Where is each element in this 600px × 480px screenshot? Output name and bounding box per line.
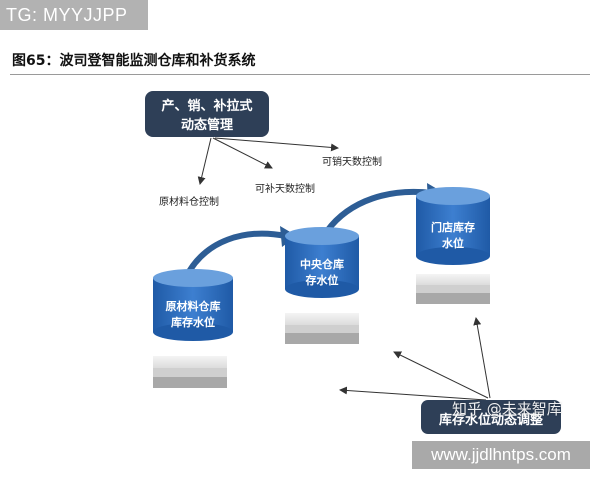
inventory-adjustment-box: 库存水位动态调整 <box>421 400 561 434</box>
central-cylinder-line2: 存水位 <box>306 273 339 287</box>
top-box-line2: 动态管理 <box>181 117 233 133</box>
title-divider <box>10 74 590 75</box>
raw-material-warehouse-cylinder: 原材料仓库 库存水位 <box>153 269 233 341</box>
watermark: 知乎 @未来智库 <box>452 400 562 418</box>
arrow-to-store-level <box>473 317 491 399</box>
bottom-box-label: 库存水位动态调整 <box>439 412 544 428</box>
label-restock-days: 可补天数控制 <box>255 182 315 195</box>
raw-cylinder-line2: 库存水位 <box>171 315 215 329</box>
adjustment-arrows <box>339 317 491 401</box>
store-level-bars <box>416 274 490 304</box>
label-sellable-days: 可销天数控制 <box>322 155 382 168</box>
store-cylinder-line2: 水位 <box>442 236 464 250</box>
branch-arrows <box>197 137 339 185</box>
arrow-raw-material-control <box>197 137 212 185</box>
url-badge: www.jjdlhntps.com <box>412 441 590 469</box>
tg-badge: TG: MYYJJPP <box>0 0 148 30</box>
figure-title: 图65：波司登智能监测仓库和补货系统 <box>12 53 256 69</box>
arrow-to-raw-level <box>339 386 487 401</box>
central-cylinder-line1: 中央仓库 <box>300 257 344 271</box>
central-level-bars <box>285 313 359 344</box>
store-cylinder-line1: 门店库存 <box>431 220 475 234</box>
label-raw-material-control: 原材料仓控制 <box>159 195 219 208</box>
central-warehouse-cylinder: 中央仓库 存水位 <box>285 227 359 298</box>
arrow-sellable-control <box>214 137 339 152</box>
arrow-to-central-level <box>393 351 489 399</box>
arrow-restock-control <box>212 137 273 169</box>
raw-cylinder-line1: 原材料仓库 <box>166 299 221 313</box>
store-inventory-cylinder: 门店库存 水位 <box>416 187 490 265</box>
raw-level-bars <box>153 356 227 388</box>
top-box-line1: 产、销、补拉式 <box>161 98 252 114</box>
top-management-box: 产、销、补拉式 动态管理 <box>145 91 269 137</box>
